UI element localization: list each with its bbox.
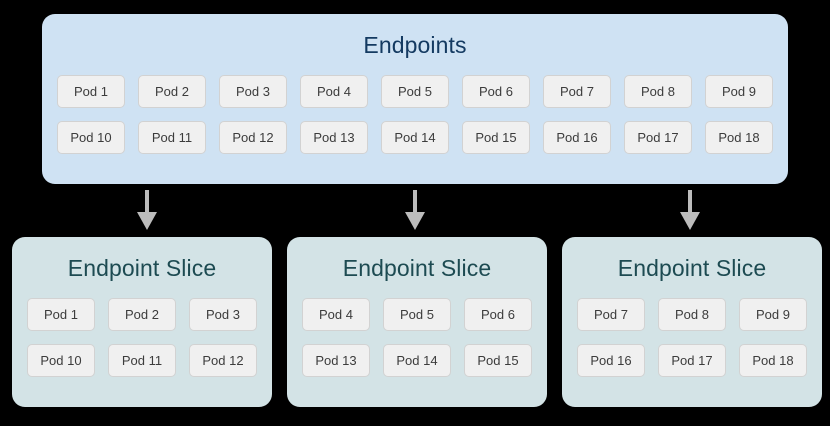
pod-chip: Pod 2 xyxy=(138,75,206,108)
pod-chip: Pod 10 xyxy=(27,344,95,377)
pod-chip: Pod 13 xyxy=(302,344,370,377)
pod-chip: Pod 3 xyxy=(189,298,257,331)
endpoints-pod-row: Pod 1 Pod 2 Pod 3 Pod 4 Pod 5 Pod 6 Pod … xyxy=(42,75,788,108)
endpoint-slice-box-2: Endpoint Slice Pod 4 Pod 5 Pod 6 Pod 13 … xyxy=(287,237,547,407)
pod-chip: Pod 9 xyxy=(705,75,773,108)
pod-chip: Pod 16 xyxy=(577,344,645,377)
arrow-shaft xyxy=(688,190,692,214)
pod-chip: Pod 1 xyxy=(57,75,125,108)
endpoint-slice-pod-row: Pod 7 Pod 8 Pod 9 xyxy=(562,298,822,331)
pod-chip: Pod 7 xyxy=(543,75,611,108)
pod-chip: Pod 10 xyxy=(57,121,125,154)
pod-chip: Pod 13 xyxy=(300,121,368,154)
endpoint-slice-title: Endpoint Slice xyxy=(67,255,217,281)
pod-chip: Pod 15 xyxy=(462,121,530,154)
endpoints-pod-row: Pod 10 Pod 11 Pod 12 Pod 13 Pod 14 Pod 1… xyxy=(42,121,788,154)
pod-chip: Pod 4 xyxy=(300,75,368,108)
pod-chip: Pod 2 xyxy=(108,298,176,331)
pod-chip: Pod 17 xyxy=(624,121,692,154)
pod-chip: Pod 15 xyxy=(464,344,532,377)
pod-chip: Pod 5 xyxy=(383,298,451,331)
pod-chip: Pod 3 xyxy=(219,75,287,108)
endpoints-box: Endpoints Pod 1 Pod 2 Pod 3 Pod 4 Pod 5 … xyxy=(42,14,788,184)
arrow-down-icon xyxy=(401,190,429,230)
endpoint-slice-pod-row: Pod 1 Pod 2 Pod 3 xyxy=(12,298,272,331)
endpoint-slice-pod-grid: Pod 7 Pod 8 Pod 9 Pod 16 Pod 17 Pod 18 xyxy=(562,298,822,390)
pod-chip: Pod 14 xyxy=(383,344,451,377)
pod-chip: Pod 18 xyxy=(739,344,807,377)
pod-chip: Pod 8 xyxy=(658,298,726,331)
arrow-head xyxy=(680,212,700,230)
endpoint-slice-pod-row: Pod 16 Pod 17 Pod 18 xyxy=(562,344,822,377)
arrow-head xyxy=(137,212,157,230)
pod-chip: Pod 7 xyxy=(577,298,645,331)
endpoint-slice-pod-row: Pod 13 Pod 14 Pod 15 xyxy=(287,344,547,377)
arrow-down-icon xyxy=(133,190,161,230)
endpoint-slice-pod-grid: Pod 1 Pod 2 Pod 3 Pod 10 Pod 11 Pod 12 xyxy=(12,298,272,390)
pod-chip: Pod 11 xyxy=(108,344,176,377)
arrow-shaft xyxy=(145,190,149,214)
pod-chip: Pod 8 xyxy=(624,75,692,108)
pod-chip: Pod 14 xyxy=(381,121,449,154)
endpoint-slice-box-3: Endpoint Slice Pod 7 Pod 8 Pod 9 Pod 16 … xyxy=(562,237,822,407)
endpoint-slice-title: Endpoint Slice xyxy=(342,255,492,281)
endpoints-title: Endpoints xyxy=(363,32,467,58)
endpoints-pod-grid: Pod 1 Pod 2 Pod 3 Pod 4 Pod 5 Pod 6 Pod … xyxy=(42,75,788,167)
pod-chip: Pod 16 xyxy=(543,121,611,154)
pod-chip: Pod 6 xyxy=(464,298,532,331)
pod-chip: Pod 18 xyxy=(705,121,773,154)
arrow-shaft xyxy=(413,190,417,214)
arrow-head xyxy=(405,212,425,230)
pod-chip: Pod 1 xyxy=(27,298,95,331)
endpoint-slice-pod-grid: Pod 4 Pod 5 Pod 6 Pod 13 Pod 14 Pod 15 xyxy=(287,298,547,390)
pod-chip: Pod 12 xyxy=(189,344,257,377)
pod-chip: Pod 5 xyxy=(381,75,449,108)
pod-chip: Pod 9 xyxy=(739,298,807,331)
pod-chip: Pod 12 xyxy=(219,121,287,154)
endpoint-slice-box-1: Endpoint Slice Pod 1 Pod 2 Pod 3 Pod 10 … xyxy=(12,237,272,407)
endpoint-slice-pod-row: Pod 4 Pod 5 Pod 6 xyxy=(287,298,547,331)
endpoint-slice-pod-row: Pod 10 Pod 11 Pod 12 xyxy=(12,344,272,377)
endpoint-slice-title: Endpoint Slice xyxy=(617,255,767,281)
pod-chip: Pod 17 xyxy=(658,344,726,377)
pod-chip: Pod 4 xyxy=(302,298,370,331)
pod-chip: Pod 11 xyxy=(138,121,206,154)
arrow-down-icon xyxy=(676,190,704,230)
pod-chip: Pod 6 xyxy=(462,75,530,108)
